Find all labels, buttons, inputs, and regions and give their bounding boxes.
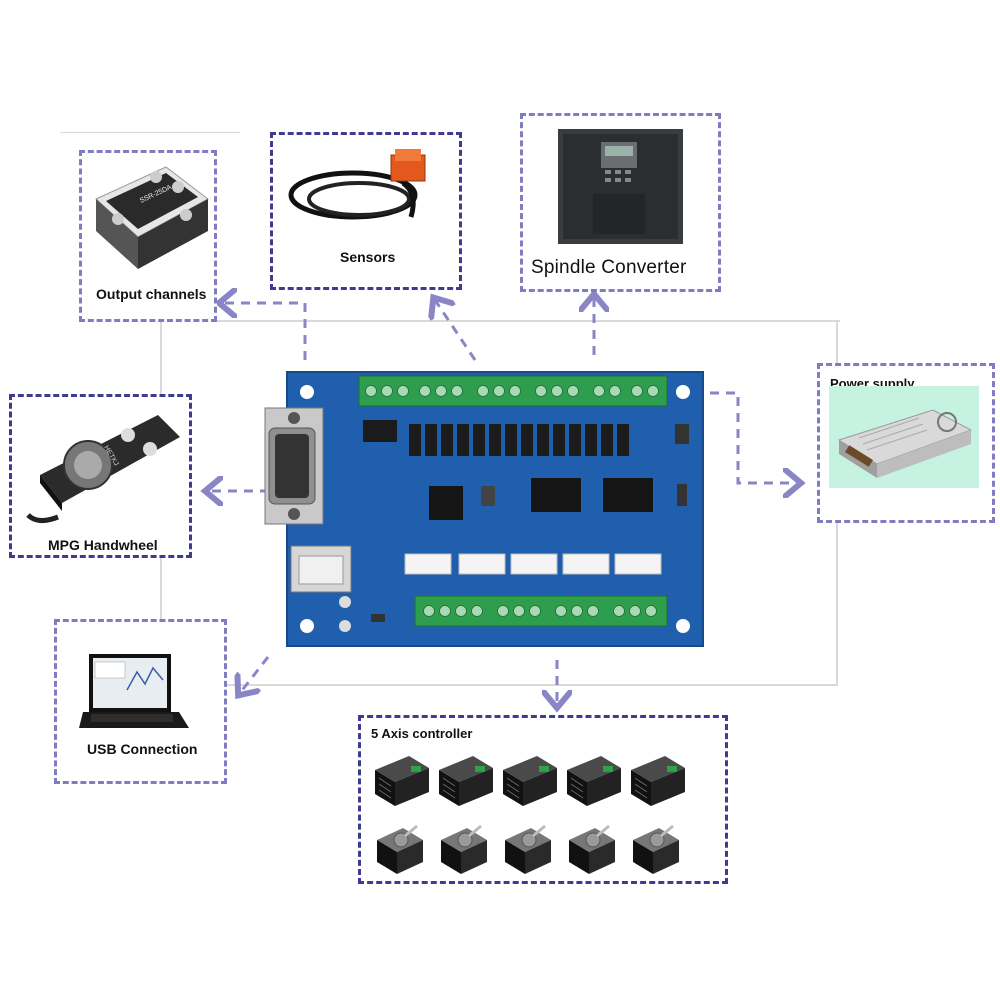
power-supply-icon [837, 409, 973, 478]
output-channels-label: Output channels [96, 286, 207, 302]
breakout-board-icon [264, 371, 704, 647]
power-supply-box: Power supply [817, 363, 995, 523]
vfd-inverter-icon [558, 129, 683, 244]
arrow-to-sensors [435, 300, 477, 361]
arrow-to-output-channels [222, 303, 307, 360]
driver-chip [531, 478, 581, 512]
arrow-to-usb [240, 656, 270, 693]
sensors-box: Sensors [270, 132, 462, 290]
axis-drivers-row [375, 755, 686, 807]
driver-chip [603, 478, 653, 512]
mcu-chip [429, 486, 463, 520]
connector-line [60, 132, 240, 133]
mpg-handwheel-label: MPG Handwheel [48, 537, 158, 553]
proximity-sensor-icon [288, 149, 426, 220]
connector-line [160, 320, 162, 395]
usb-connection-box: USB Connection [54, 619, 227, 784]
sensors-label: Sensors [340, 249, 396, 265]
connector-line [195, 684, 838, 686]
power-supply-image [829, 386, 979, 488]
usb-connection-label: USB Connection [87, 741, 198, 757]
handwheel-pendant-icon: HETKJ [26, 415, 180, 523]
connector-line [160, 320, 840, 322]
mpg-handwheel-box: HETKJ MPG Handwheel [9, 394, 192, 558]
laptop-icon [79, 654, 189, 728]
arrow-to-power [710, 391, 798, 483]
output-channels-box: SSR-25DA Output channels [79, 150, 217, 322]
connector-line [160, 558, 162, 620]
spindle-converter-box: Spindle Converter [520, 113, 721, 292]
spindle-converter-label: Spindle Converter [531, 257, 687, 278]
axis-controller-label: 5 Axis controller [371, 726, 473, 741]
solid-state-relay-icon: SSR-25DA [95, 166, 209, 269]
stepper-motors-row [377, 824, 681, 876]
axis-controller-box: 5 Axis controller [358, 715, 728, 884]
